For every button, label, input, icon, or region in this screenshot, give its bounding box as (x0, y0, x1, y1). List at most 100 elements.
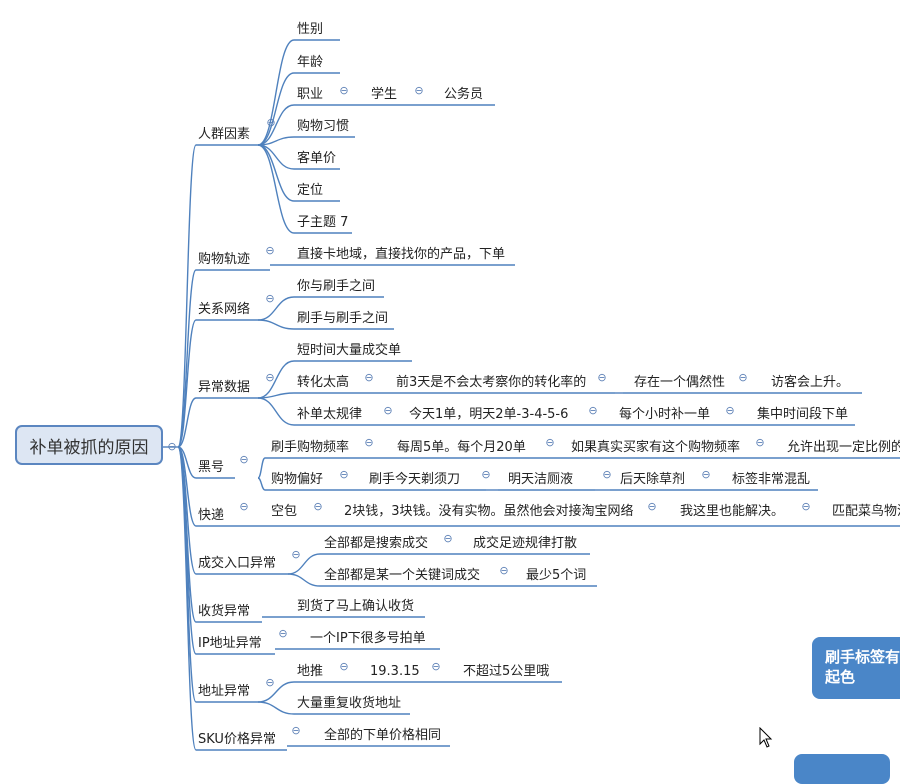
toggle-entry[interactable]: ⊖ (291, 548, 301, 561)
express-empty-package[interactable]: 空包 (271, 504, 298, 519)
can-solve[interactable]: 我这里也能解决。 (680, 504, 785, 519)
toggle-network[interactable]: ⊖ (265, 292, 275, 305)
conversion-chance[interactable]: 存在一个偶然性 (634, 375, 726, 390)
collapse-toggle[interactable]: ⊖ (239, 453, 249, 466)
toggle-abnormal[interactable]: ⊖ (265, 371, 275, 384)
branch-entry[interactable]: 成交入口异常 (198, 556, 277, 571)
address-ground-push[interactable]: 地推 (297, 664, 324, 679)
connector-line (177, 446, 197, 655)
connector-line (257, 104, 295, 146)
collapse-toggle[interactable]: ⊖ (755, 436, 765, 449)
collapse-toggle[interactable]: ⊖ (364, 371, 374, 384)
crowd-child-1[interactable]: 年龄 (297, 55, 324, 70)
branch-express[interactable]: 快递 (198, 508, 225, 523)
connector-line (177, 144, 197, 448)
herbicide-later[interactable]: 后天除草剂 (620, 472, 686, 487)
abnormal-high-conversion[interactable]: 转化太高 (297, 375, 350, 390)
branch-network[interactable]: 关系网络 (198, 302, 251, 317)
ip-child[interactable]: 一个IP下很多号拍单 (310, 631, 426, 646)
crowd-child-6[interactable]: 子主题 7 (297, 215, 349, 230)
toggle-express[interactable]: ⊖ (239, 500, 249, 513)
collapse-toggle[interactable]: ⊖ (725, 404, 735, 417)
branch-sku[interactable]: SKU价格异常 (198, 732, 276, 747)
crowd-child-0[interactable]: 性别 (297, 22, 324, 37)
repeated-addresses[interactable]: 大量重复收货地址 (297, 696, 402, 711)
cainiao-logistics[interactable]: 匹配菜鸟物流 (832, 504, 900, 519)
floating-card-brush-tag[interactable]: 刷手标签有 起色 (812, 637, 900, 699)
root-topic[interactable]: 补单被抓的原因 (15, 425, 163, 465)
network-child-1[interactable]: 刷手与刷手之间 (297, 311, 389, 326)
connector-line (257, 681, 295, 703)
toggle-address[interactable]: ⊖ (265, 676, 275, 689)
collapse-toggle[interactable]: ⊖ (602, 468, 612, 481)
toggle-ip[interactable]: ⊖ (278, 627, 288, 640)
collapse-toggle[interactable]: ⊖ (701, 468, 711, 481)
hourly-order[interactable]: 每个小时补一单 (619, 407, 711, 422)
collapse-toggle[interactable]: ⊖ (339, 468, 349, 481)
express-cost[interactable]: 2块钱，3块钱。没有实物。虽然他会对接淘宝网络 (344, 504, 634, 519)
branch-address[interactable]: 地址异常 (198, 684, 251, 699)
branch-abnormal[interactable]: 异常数据 (198, 380, 251, 395)
collapse-toggle[interactable]: ⊖ (414, 84, 424, 97)
job-civil-servant[interactable]: 公务员 (444, 87, 484, 102)
collapse-toggle[interactable]: ⊖ (499, 564, 509, 577)
within-5km[interactable]: 不超过5公里哦 (463, 664, 550, 679)
concentrated-orders[interactable]: 集中时间段下单 (757, 407, 849, 422)
crowd-child-2[interactable]: 职业 (297, 87, 324, 102)
abnormal-short-time[interactable]: 短时间大量成交单 (297, 343, 402, 358)
root-collapse-toggle[interactable]: ⊖ (167, 440, 177, 453)
crowd-child-3[interactable]: 购物习惯 (297, 119, 350, 134)
collapse-toggle[interactable]: ⊖ (597, 371, 607, 384)
receipt-child[interactable]: 到货了马上确认收货 (297, 599, 415, 614)
regular-pattern[interactable]: 今天1单，明天2单-3-4-5-6 (409, 407, 569, 422)
allow-ratio[interactable]: 允许出现一定比例的 (787, 440, 900, 455)
connector-line (257, 701, 295, 715)
weekly-orders[interactable]: 每周5单。每个月20单 (397, 440, 526, 455)
collapse-toggle[interactable]: ⊖ (431, 660, 441, 673)
branch-ip[interactable]: IP地址异常 (198, 636, 262, 651)
collapse-toggle[interactable]: ⊖ (801, 500, 811, 513)
collapse-toggle[interactable]: ⊖ (313, 500, 323, 513)
branch-black[interactable]: 黑号 (198, 460, 225, 475)
one-keyword[interactable]: 全部都是某一个关键词成交 (324, 568, 481, 583)
all-search[interactable]: 全部都是搜索成交 (324, 536, 429, 551)
floating-card-partial[interactable] (794, 754, 890, 784)
sku-child[interactable]: 全部的下单价格相同 (324, 728, 442, 743)
job-student[interactable]: 学生 (371, 87, 398, 102)
collapse-toggle[interactable]: ⊖ (545, 436, 555, 449)
collapse-toggle[interactable]: ⊖ (647, 500, 657, 513)
network-child-0[interactable]: 你与刷手之间 (297, 279, 376, 294)
branch-receipt[interactable]: 收货异常 (198, 604, 251, 619)
collapse-toggle[interactable]: ⊖ (383, 404, 393, 417)
floating-card-line-1: 刷手标签有 (825, 648, 900, 666)
collapse-toggle[interactable]: ⊖ (738, 371, 748, 384)
connector-line (257, 360, 295, 399)
connector-line (177, 319, 197, 448)
crowd-child-5[interactable]: 定位 (297, 183, 324, 198)
razor-today[interactable]: 刷手今天剃须刀 (369, 472, 461, 487)
conversion-note[interactable]: 前3天是不会太考察你的转化率的 (396, 375, 587, 390)
disperse-trail[interactable]: 成交足迹规律打散 (473, 536, 578, 551)
toggle-crowd[interactable]: ⊖ (266, 116, 276, 129)
black-frequency[interactable]: 刷手购物频率 (271, 440, 350, 455)
collapse-toggle[interactable]: ⊖ (481, 468, 491, 481)
visitors-rise[interactable]: 访客会上升。 (771, 375, 850, 390)
toggle-sku[interactable]: ⊖ (291, 724, 301, 737)
crowd-child-4[interactable]: 客单价 (297, 151, 337, 166)
collapse-toggle[interactable]: ⊖ (443, 532, 453, 545)
branch-trail[interactable]: 购物轨迹 (198, 252, 251, 267)
real-buyer-frequency[interactable]: 如果真实买家有这个购物频率 (571, 440, 741, 455)
date-19-3-15[interactable]: 19.3.15 (370, 664, 420, 679)
collapse-toggle[interactable]: ⊖ (339, 660, 349, 673)
abnormal-regular-orders[interactable]: 补单太规律 (297, 407, 363, 422)
toggle-job[interactable]: ⊖ (339, 84, 349, 97)
trail-child[interactable]: 直接卡地域，直接找你的产品，下单 (297, 247, 506, 262)
collapse-toggle[interactable]: ⊖ (588, 404, 598, 417)
collapse-toggle[interactable]: ⊖ (364, 436, 374, 449)
tag-chaos[interactable]: 标签非常混乱 (732, 472, 811, 487)
at-least-5-words[interactable]: 最少5个词 (526, 568, 587, 583)
toggle-trail[interactable]: ⊖ (265, 244, 275, 257)
cleaner-tomorrow[interactable]: 明天洁厕液 (508, 472, 574, 487)
black-preference[interactable]: 购物偏好 (271, 472, 324, 487)
branch-crowd[interactable]: 人群因素 (198, 127, 251, 142)
